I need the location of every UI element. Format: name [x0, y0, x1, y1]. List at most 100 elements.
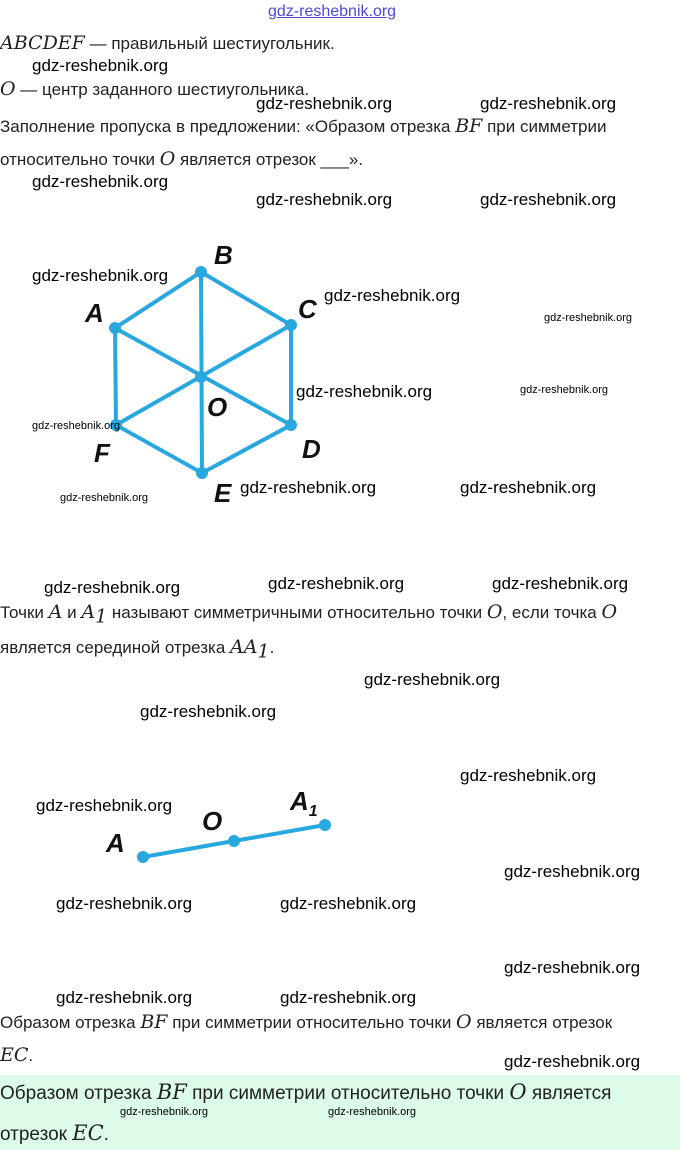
watermark: gdz-reshebnik.org	[256, 190, 393, 209]
watermark: gdz-reshebnik.org	[44, 578, 181, 597]
label-a1: A1	[289, 786, 318, 820]
watermark: gdz-reshebnik.org	[140, 702, 277, 721]
math: AA	[230, 636, 258, 658]
watermark: gdz-reshebnik.org	[364, 670, 501, 689]
watermark: gdz-reshebnik.org	[460, 478, 597, 497]
watermark: gdz-reshebnik.org	[32, 266, 169, 285]
watermark: gdz-reshebnik.org	[32, 420, 121, 432]
problem-line-4: относительно точки O является отрезок __…	[0, 148, 363, 171]
watermark: gdz-reshebnik.org	[56, 988, 193, 1007]
text: является отрезок ___».	[175, 150, 364, 169]
text: .	[28, 1046, 34, 1065]
label-d: D	[302, 434, 321, 464]
label-a: A	[105, 828, 125, 858]
text: , если точка	[502, 603, 602, 622]
text: при симметрии относительно точки	[167, 1013, 457, 1032]
watermark: gdz-reshebnik.org	[324, 286, 461, 305]
watermark: gdz-reshebnik.org	[480, 190, 617, 209]
text: является	[526, 1083, 612, 1104]
definition-line-2: является серединой отрезка AA1.	[0, 636, 275, 663]
label-o: O	[202, 806, 222, 836]
math: EC	[72, 1121, 104, 1145]
solution-line-2: EC.	[0, 1044, 33, 1067]
point-c	[285, 319, 297, 331]
definition-line-1: Точки A и A1 называют симметричными отно…	[0, 601, 618, 628]
point-o	[228, 835, 240, 847]
text: — центр заданного шестиугольника.	[15, 80, 310, 99]
watermark: gdz-reshebnik.org	[480, 94, 617, 113]
watermark: gdz-reshebnik.org	[240, 478, 377, 497]
watermark: gdz-reshebnik.org	[256, 94, 393, 113]
label-o: O	[207, 392, 227, 422]
watermark: gdz-reshebnik.org	[296, 382, 433, 401]
watermark: gdz-reshebnik.org	[268, 574, 405, 593]
math: BF	[156, 1080, 187, 1104]
watermark: gdz-reshebnik.org	[56, 894, 193, 913]
text: является серединой отрезка	[0, 638, 231, 657]
label-c: C	[298, 294, 318, 324]
text: Образом отрезка	[0, 1083, 157, 1104]
answer-box	[0, 1075, 680, 1150]
watermark: gdz-reshebnik.org	[280, 988, 417, 1007]
math: O	[0, 78, 16, 100]
watermark: gdz-reshebnik.org	[504, 1052, 641, 1071]
math: O	[601, 601, 618, 623]
point-f	[110, 419, 122, 431]
label-a1-sub: 1	[309, 803, 318, 820]
text: Заполнение пропуска в предложении: «Обра…	[0, 117, 456, 136]
text: при симметрии	[482, 117, 607, 136]
watermark: gdz-reshebnik.org	[544, 312, 633, 324]
watermark: gdz-reshebnik.org	[268, 3, 397, 20]
text: является отрезок	[471, 1013, 613, 1032]
math-sub: 1	[257, 640, 270, 663]
text: называют симметричными относительно точк…	[107, 603, 487, 622]
problem-line-2: O — центр заданного шестиугольника.	[0, 78, 309, 101]
watermark: gdz-reshebnik.org	[36, 796, 173, 815]
point-a1	[319, 819, 331, 831]
watermark: gdz-reshebnik.org	[32, 172, 169, 191]
text: и	[62, 603, 82, 622]
point-b	[195, 266, 207, 278]
point-o	[195, 371, 207, 383]
math-sub: 1	[95, 605, 108, 628]
watermark: gdz-reshebnik.org	[328, 1106, 417, 1118]
watermark: gdz-reshebnik.org	[504, 958, 641, 977]
problem-line-1: ABCDEF — правильный шестиугольник.	[0, 32, 335, 55]
hexagon-points	[109, 266, 297, 479]
solution-line-1: Образом отрезка BF при симметрии относит…	[0, 1011, 612, 1034]
math: O	[486, 601, 503, 623]
watermark: gdz-reshebnik.org	[280, 894, 417, 913]
text: при симметрии относительно точки	[186, 1083, 510, 1104]
math: BF	[140, 1011, 168, 1033]
text: Образом отрезка	[0, 1013, 141, 1032]
math: O	[159, 148, 176, 170]
math: O	[509, 1080, 527, 1104]
answer-line-1: Образом отрезка BF при симметрии относит…	[0, 1080, 611, 1106]
segment-figure	[137, 819, 331, 863]
label-f: F	[94, 438, 111, 468]
answer-line-2: отрезок EC.	[0, 1121, 109, 1147]
watermark: gdz-reshebnik.org	[120, 1106, 209, 1118]
text: относительно точки	[0, 150, 160, 169]
watermark: gdz-reshebnik.org	[460, 766, 597, 785]
math: BF	[455, 115, 483, 137]
point-a	[137, 851, 149, 863]
label-b: B	[214, 240, 233, 270]
math: A	[48, 601, 63, 623]
text: отрезок	[0, 1124, 73, 1145]
math: A	[81, 601, 96, 623]
math: EC	[0, 1044, 29, 1066]
point-a	[109, 322, 121, 334]
text: .	[269, 638, 275, 657]
label-a1-main: A	[289, 786, 309, 816]
point-d	[285, 419, 297, 431]
watermark: gdz-reshebnik.org	[492, 574, 629, 593]
label-e: E	[214, 478, 232, 508]
watermark: gdz-reshebnik.org	[520, 384, 609, 396]
point-e	[196, 467, 208, 479]
text: Точки	[0, 603, 49, 622]
watermark: gdz-reshebnik.org	[60, 492, 149, 504]
math: ABCDEF	[0, 32, 85, 54]
